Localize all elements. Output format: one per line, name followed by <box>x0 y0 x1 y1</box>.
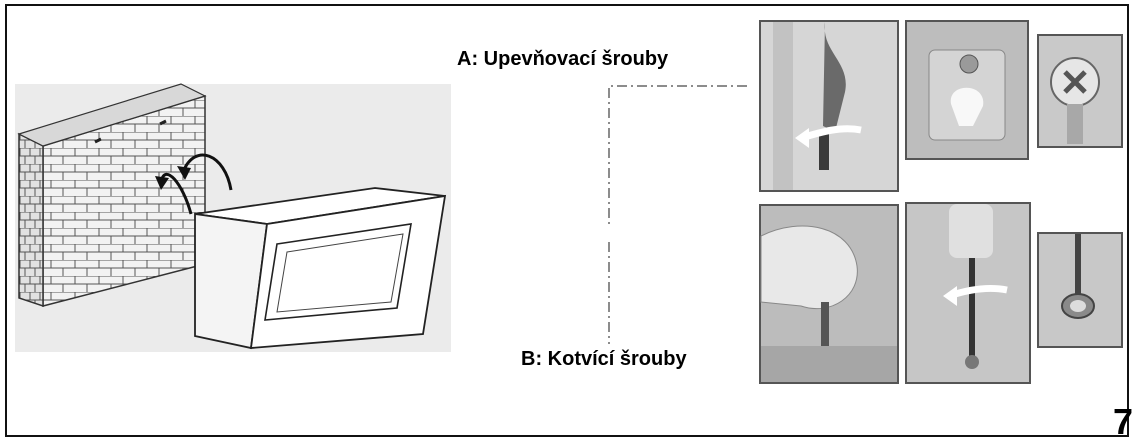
photo-b2-screwdriver <box>905 202 1031 384</box>
photo-a1-screwdriver <box>759 20 899 192</box>
label-b-anchor-screws: B: Kotvící šrouby <box>521 348 687 370</box>
label-a-fixing-screws: A: Upevňovací šrouby <box>457 48 669 70</box>
photo-a2-bracket <box>905 20 1029 160</box>
photo-a3-screw-closeup <box>1037 34 1123 148</box>
photo-b3-anchor-closeup <box>1037 232 1123 348</box>
installation-illustration <box>15 83 451 352</box>
leader-lines <box>608 85 747 344</box>
manual-page: A: Upevňovací šrouby B: Kotvící šrouby <box>5 4 1133 442</box>
page-number: 7 <box>1112 401 1133 442</box>
photo-b1-hand <box>759 204 899 384</box>
hood-wall-drawing <box>17 83 447 350</box>
